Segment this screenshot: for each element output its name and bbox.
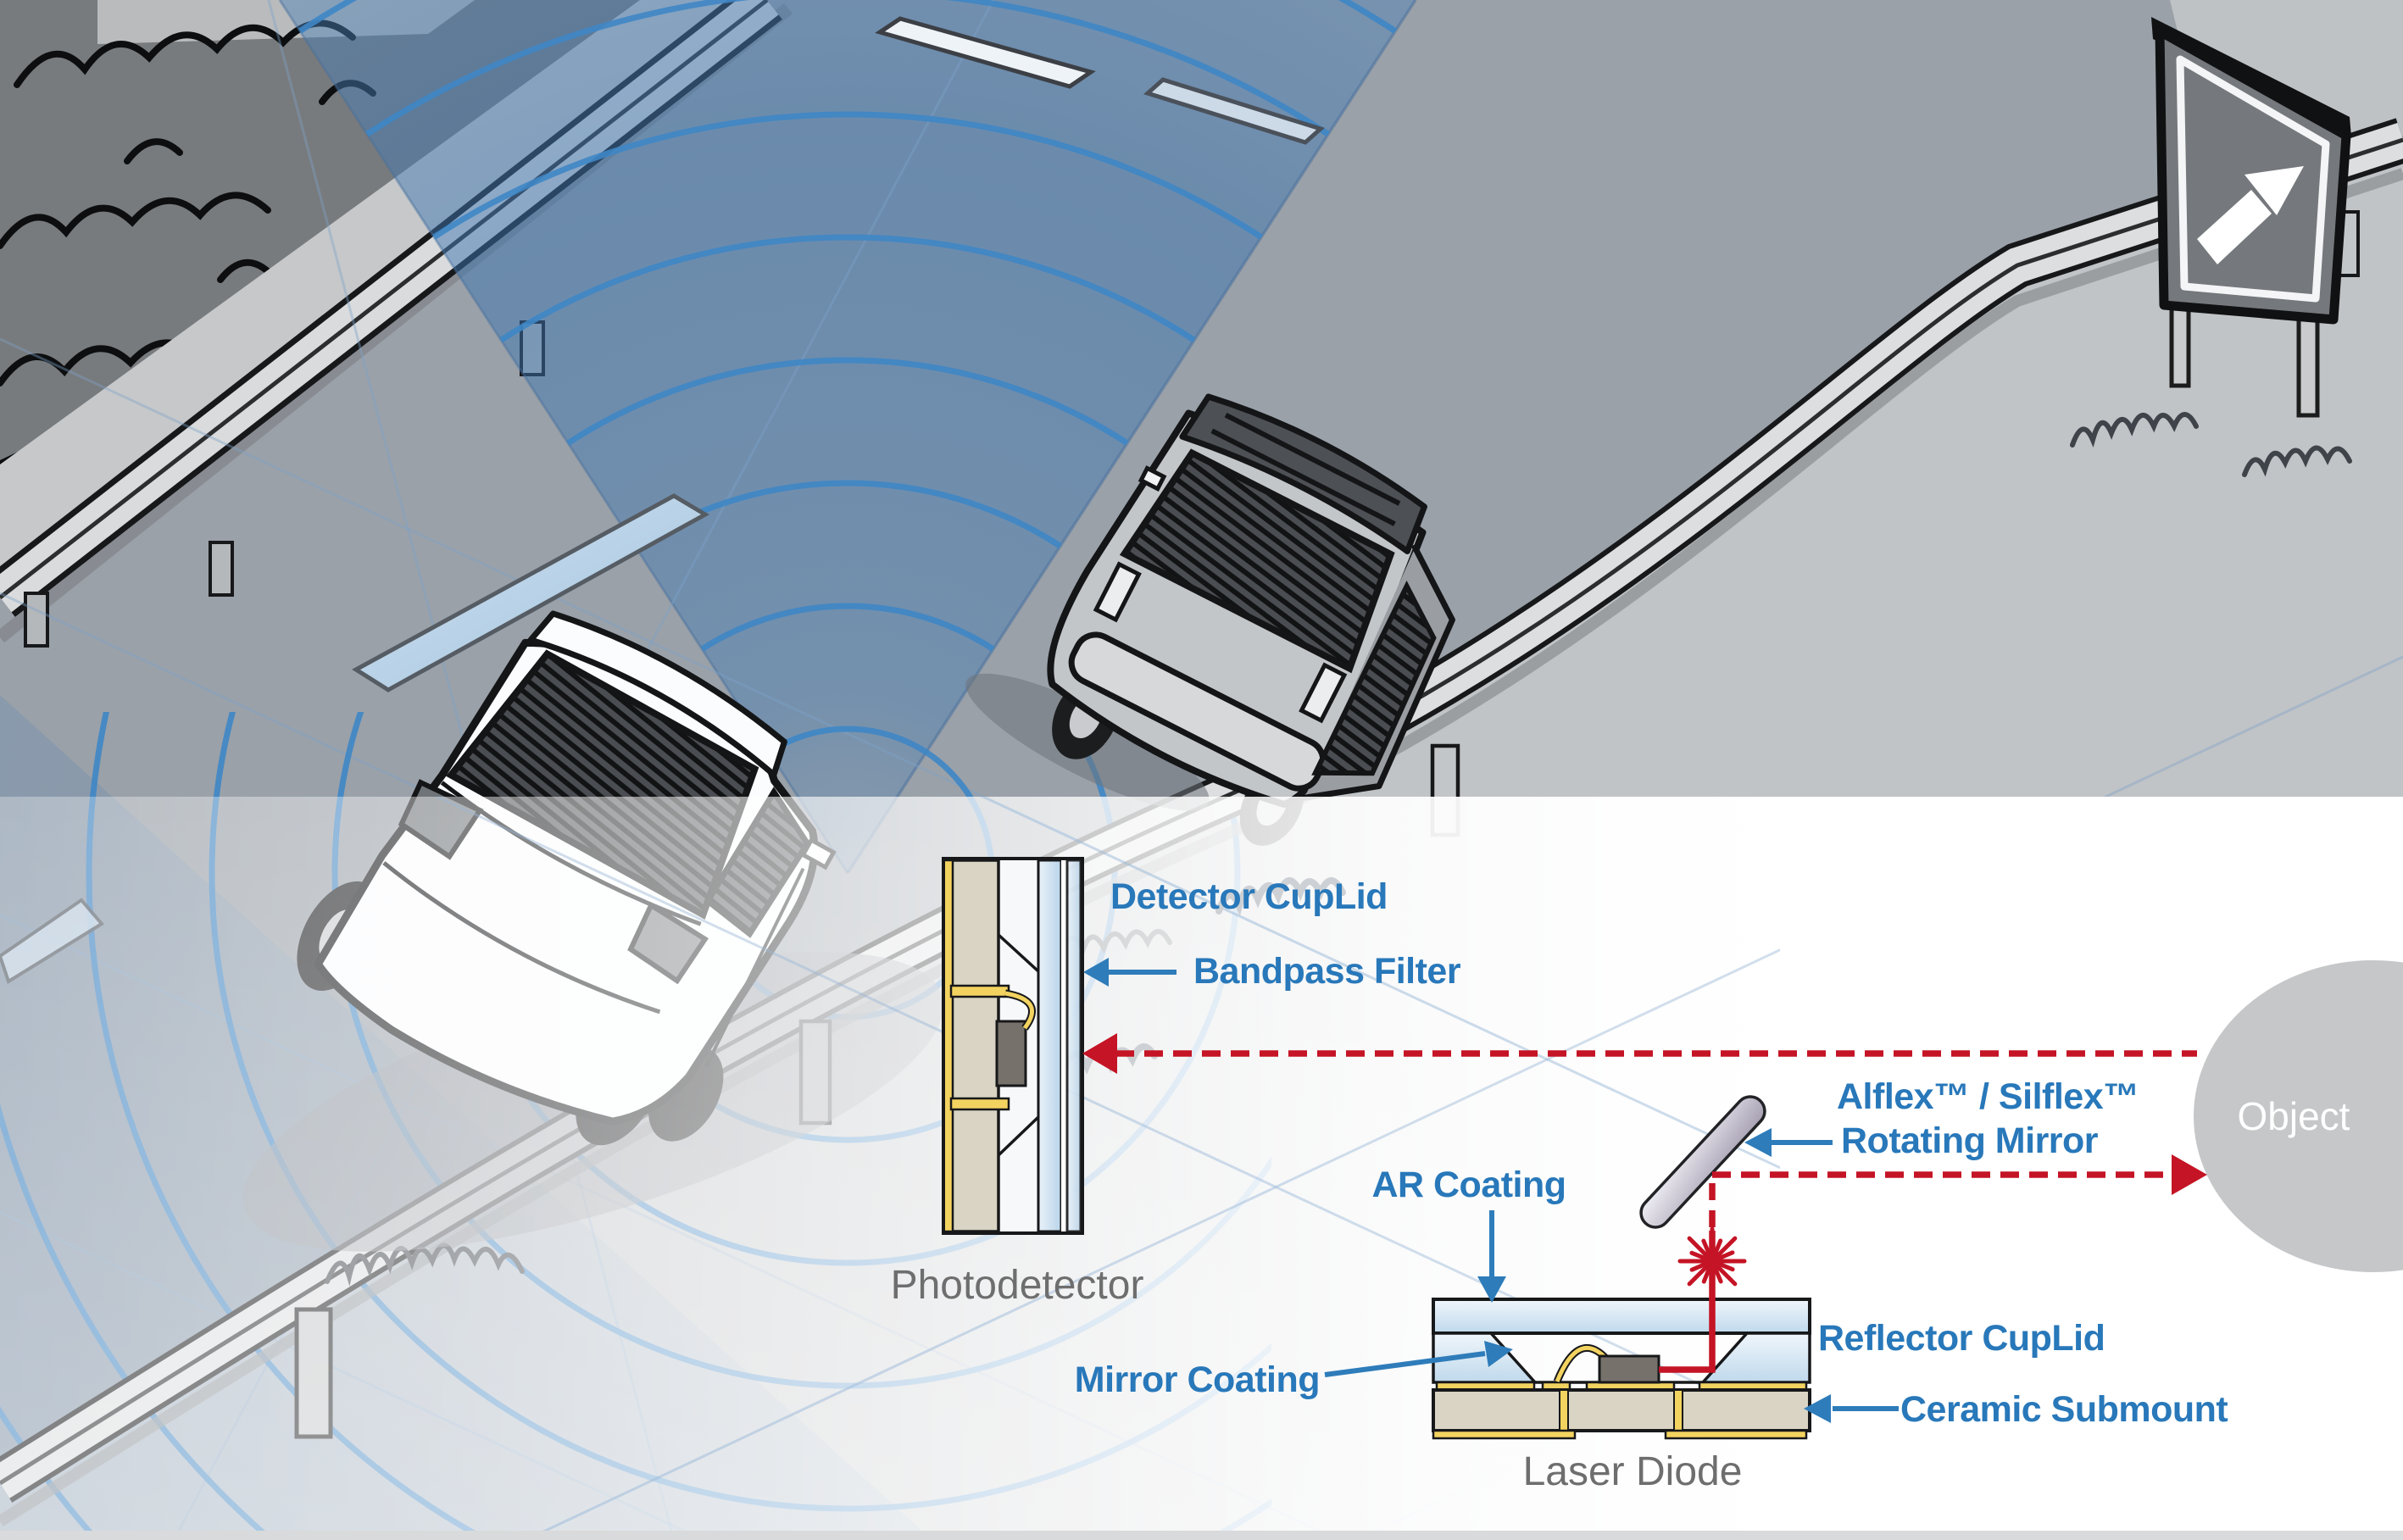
wire-bond [1004,991,1035,1030]
ar-coated-lid-glass [1432,1298,1811,1335]
alflex-silflex-label: Alflex™ / Silflex™ [1837,1076,2139,1117]
ceramic-submount-label: Ceramic Submount [1900,1389,2228,1430]
laser-diode-package [1432,1298,1811,1440]
laser-starburst [1677,1226,1747,1296]
detector-cuplid-glass [1065,859,1082,1233]
laser-chip [1598,1354,1660,1384]
ceramic-submount-body [1432,1388,1811,1432]
mirror-coating-arrow-icon [1484,1341,1513,1367]
laser-beam-path [1082,1033,2207,1373]
beam-arrow-left [1082,1033,1117,1074]
white-overlay-bottom [0,797,2403,1540]
callout-arrows [1083,958,1899,1423]
detector-cuplid-label: Detector CupLid [1110,876,1388,917]
rotating-mirror-arrow-icon [1744,1128,1772,1157]
photodetector-label: Photodetector [891,1263,1144,1308]
detector-ceramic [949,859,1000,1233]
object-label: Object [2238,1094,2350,1138]
photodiode-chip [995,1020,1027,1087]
detected-object: Object [2194,960,2403,1272]
beam-arrow-right [2172,1154,2207,1195]
rotating-mirror-label: Rotating Mirror [1841,1120,2099,1161]
mirror-coating-label: Mirror Coating [1075,1359,1320,1400]
curve-arrow-icon [2197,166,2304,264]
ar-coating-label: AR Coating [1371,1165,1566,1205]
ar-coating-arrow-icon [1477,1276,1506,1303]
laser-diode-label: Laser Diode [1523,1449,1743,1494]
bottom-edge-strip [0,1531,2403,1540]
bandpass-filter-glass [1037,859,1063,1233]
wire-bond [1555,1346,1608,1382]
bandpass-filter-label: Bandpass Filter [1193,951,1461,992]
curve-road-sign [2151,17,2351,418]
ceramic-arrow-icon [1804,1394,1831,1423]
reflector-cuplid-label: Reflector CupLid [1818,1318,2105,1359]
photodetector-package [942,857,1084,1235]
bandpass-arrow-icon [1083,958,1109,987]
